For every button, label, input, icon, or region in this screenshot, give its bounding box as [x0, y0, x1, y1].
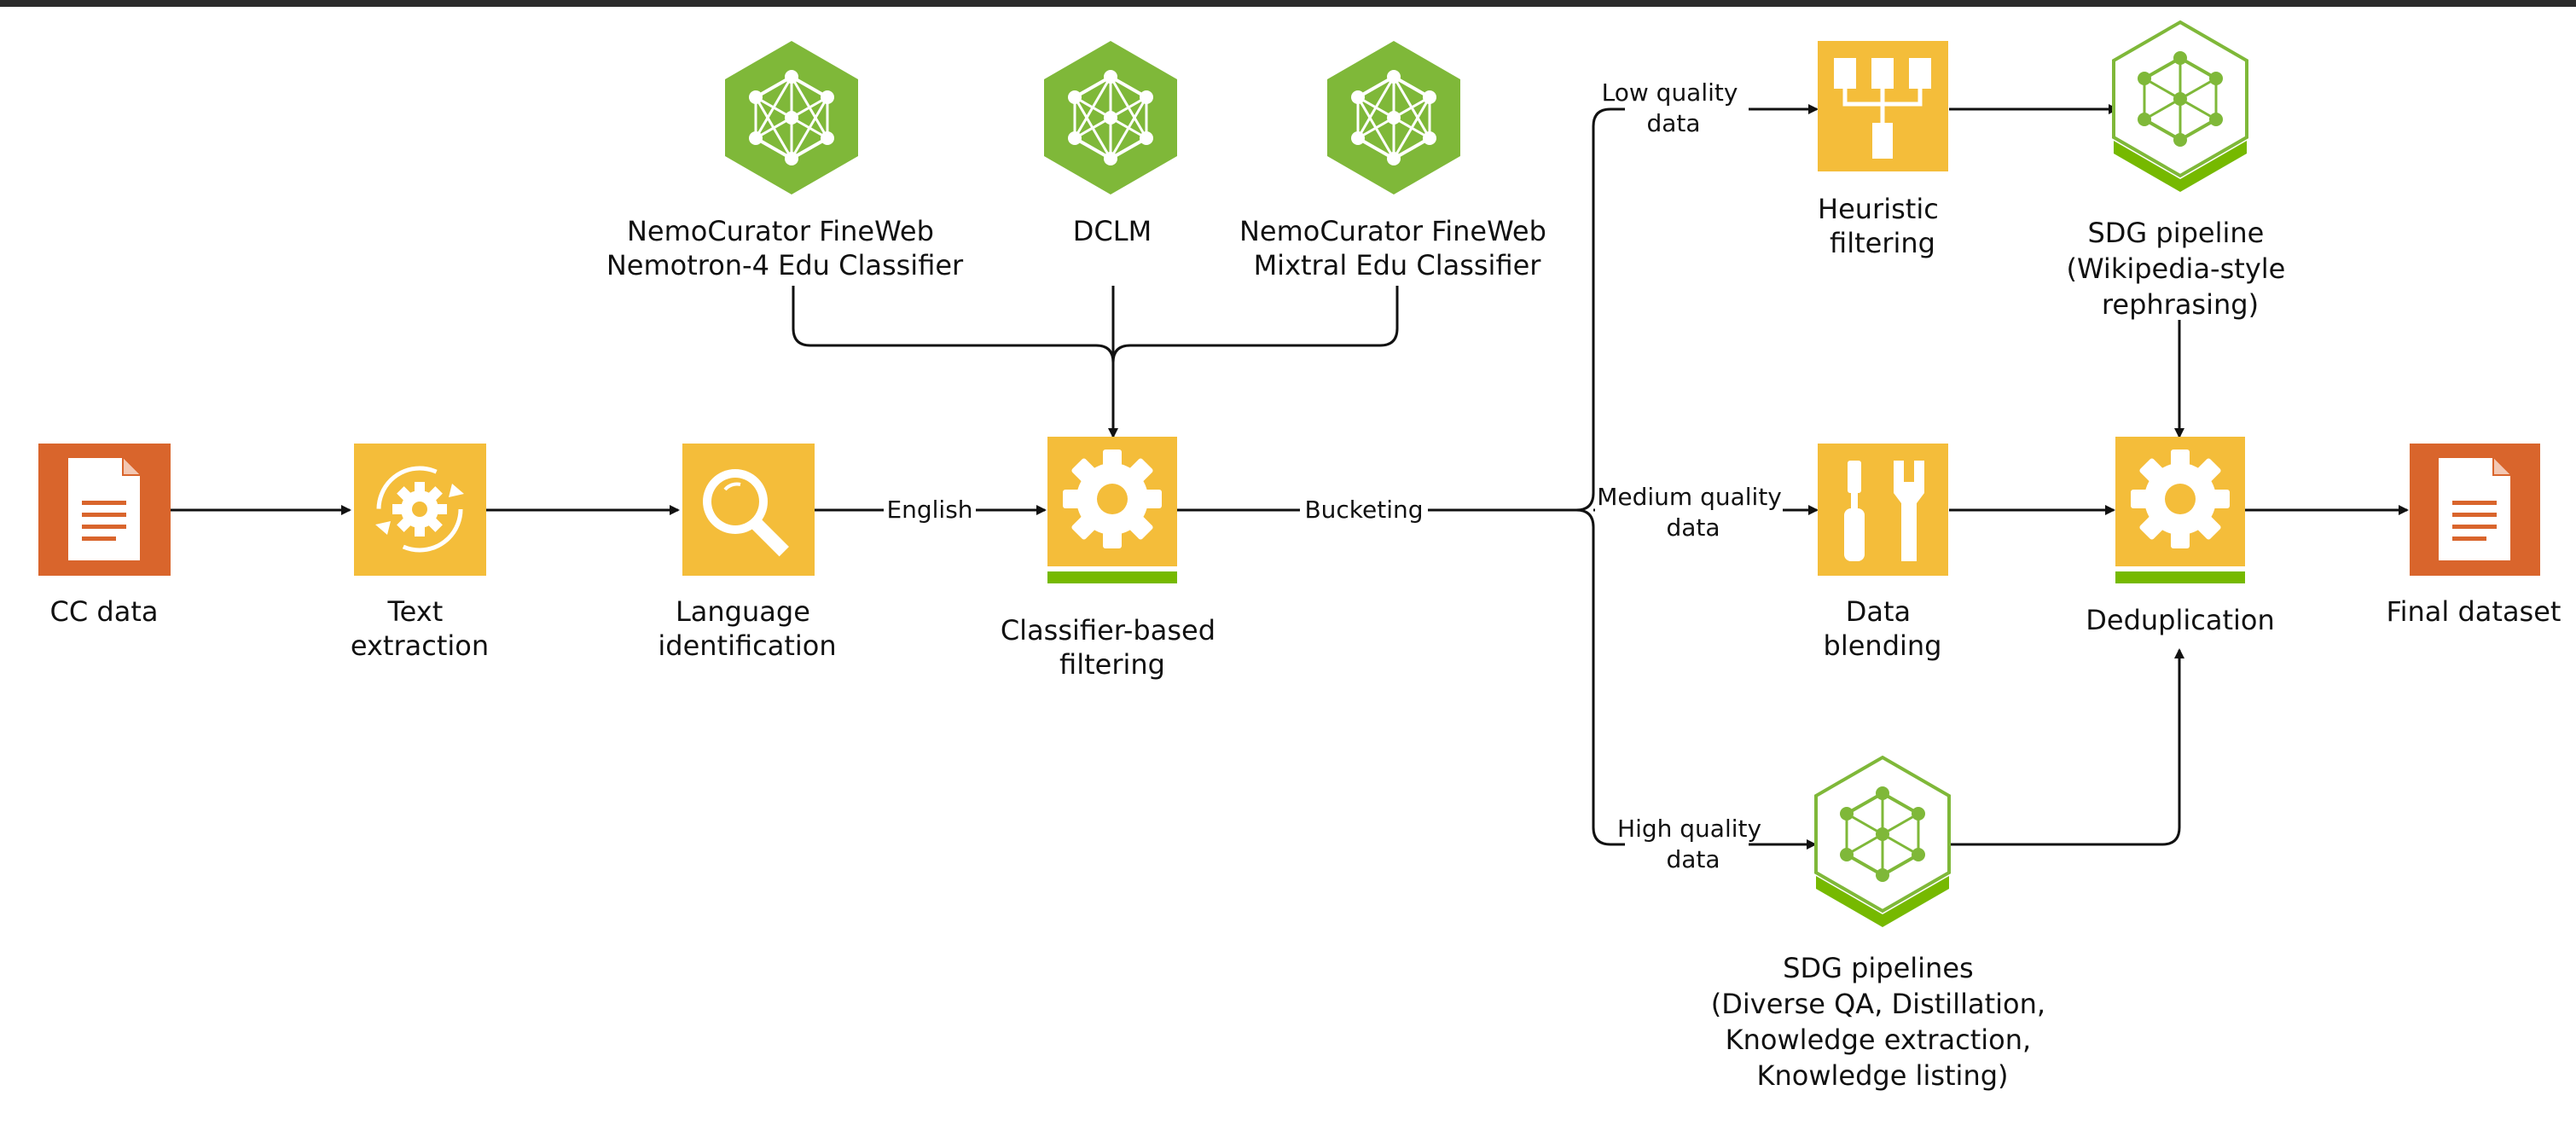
document-icon [2439, 458, 2510, 560]
edge-label-high: High quality data [1617, 815, 1769, 873]
sdg-pipelines-label: SDG pipelines (Diverse QA, Distillation,… [1711, 952, 2054, 1092]
edge-mixtral-merge [1111, 286, 1399, 363]
language-id-label: Language identification [658, 595, 836, 662]
tree-diagram-icon [1834, 58, 1931, 159]
edge-label-low: Low quality data [1602, 78, 1746, 137]
classifier-underline [1047, 571, 1177, 583]
blending-label: Data blending [1824, 595, 1942, 662]
neural-network-outline-icon [2112, 20, 2248, 192]
edge-label-bucketing: Bucketing [1304, 496, 1423, 524]
edge-labels: English Bucketing Low quality data Mediu… [884, 78, 1790, 873]
gear-refresh-icon [375, 466, 464, 553]
node-nemocurator-mixtral: NemoCurator FineWeb Mixtral Edu Classifi… [1239, 41, 1555, 281]
edge-bucket-high [1575, 508, 1625, 846]
node-sdg-wikipedia: SDG pipeline (Wikipedia-style rephrasing… [2067, 20, 2295, 321]
mixtral-label: NemoCurator FineWeb Mixtral Edu Classifi… [1239, 215, 1555, 281]
classifier-label: Classifier-based filtering [1001, 614, 1224, 681]
node-heuristic-filtering: Heuristic filtering [1818, 41, 1948, 259]
nemotron-label: NemoCurator FineWeb Nemotron-4 Edu Class… [606, 215, 964, 281]
neural-network-icon [1327, 41, 1460, 194]
edge-bucket-low [1575, 107, 1625, 512]
node-classifier-filtering: Classifier-based filtering [1001, 437, 1224, 681]
text-extraction-label: Text extraction [351, 595, 489, 662]
node-sdg-pipelines: SDG pipelines (Diverse QA, Distillation,… [1711, 755, 2054, 1092]
node-dclm: DCLM [1044, 41, 1177, 247]
blending-tile [1818, 444, 1948, 576]
node-nemocurator-nemotron: NemoCurator FineWeb Nemotron-4 Edu Class… [606, 41, 964, 281]
node-text-extraction: Text extraction [351, 444, 489, 662]
top-bar [0, 0, 2576, 7]
final-dataset-label: Final dataset [2387, 595, 2561, 628]
edge-nemotron-merge [792, 286, 1115, 363]
dedup-label: Deduplication [2086, 604, 2275, 636]
node-cc-data: CC data [38, 444, 171, 628]
node-data-blending: Data blending [1818, 444, 1948, 662]
neural-network-icon [725, 41, 858, 194]
node-deduplication: Deduplication [2086, 437, 2275, 636]
gear-icon [1063, 450, 1162, 548]
tools-icon [1844, 461, 1924, 561]
edge-label-medium: Medium quality data [1597, 483, 1790, 542]
node-language-identification: Language identification [658, 444, 837, 662]
neural-network-icon [1044, 41, 1177, 194]
sdg-wikipedia-label: SDG pipeline (Wikipedia-style rephrasing… [2067, 217, 2295, 321]
edge-sdg-to-dedup [1949, 648, 2184, 846]
dclm-label: DCLM [1073, 215, 1152, 247]
gear-icon [2131, 450, 2230, 548]
dedup-underline [2115, 571, 2245, 583]
edge-label-english: English [886, 496, 972, 524]
heuristic-label: Heuristic filtering [1818, 193, 1947, 259]
connectors [171, 104, 2409, 850]
document-icon [68, 458, 140, 560]
magnifier-icon [703, 469, 789, 557]
neural-network-outline-icon [1814, 755, 1951, 927]
node-final-dataset: Final dataset [2387, 444, 2561, 628]
cc-data-label: CC data [50, 595, 159, 628]
